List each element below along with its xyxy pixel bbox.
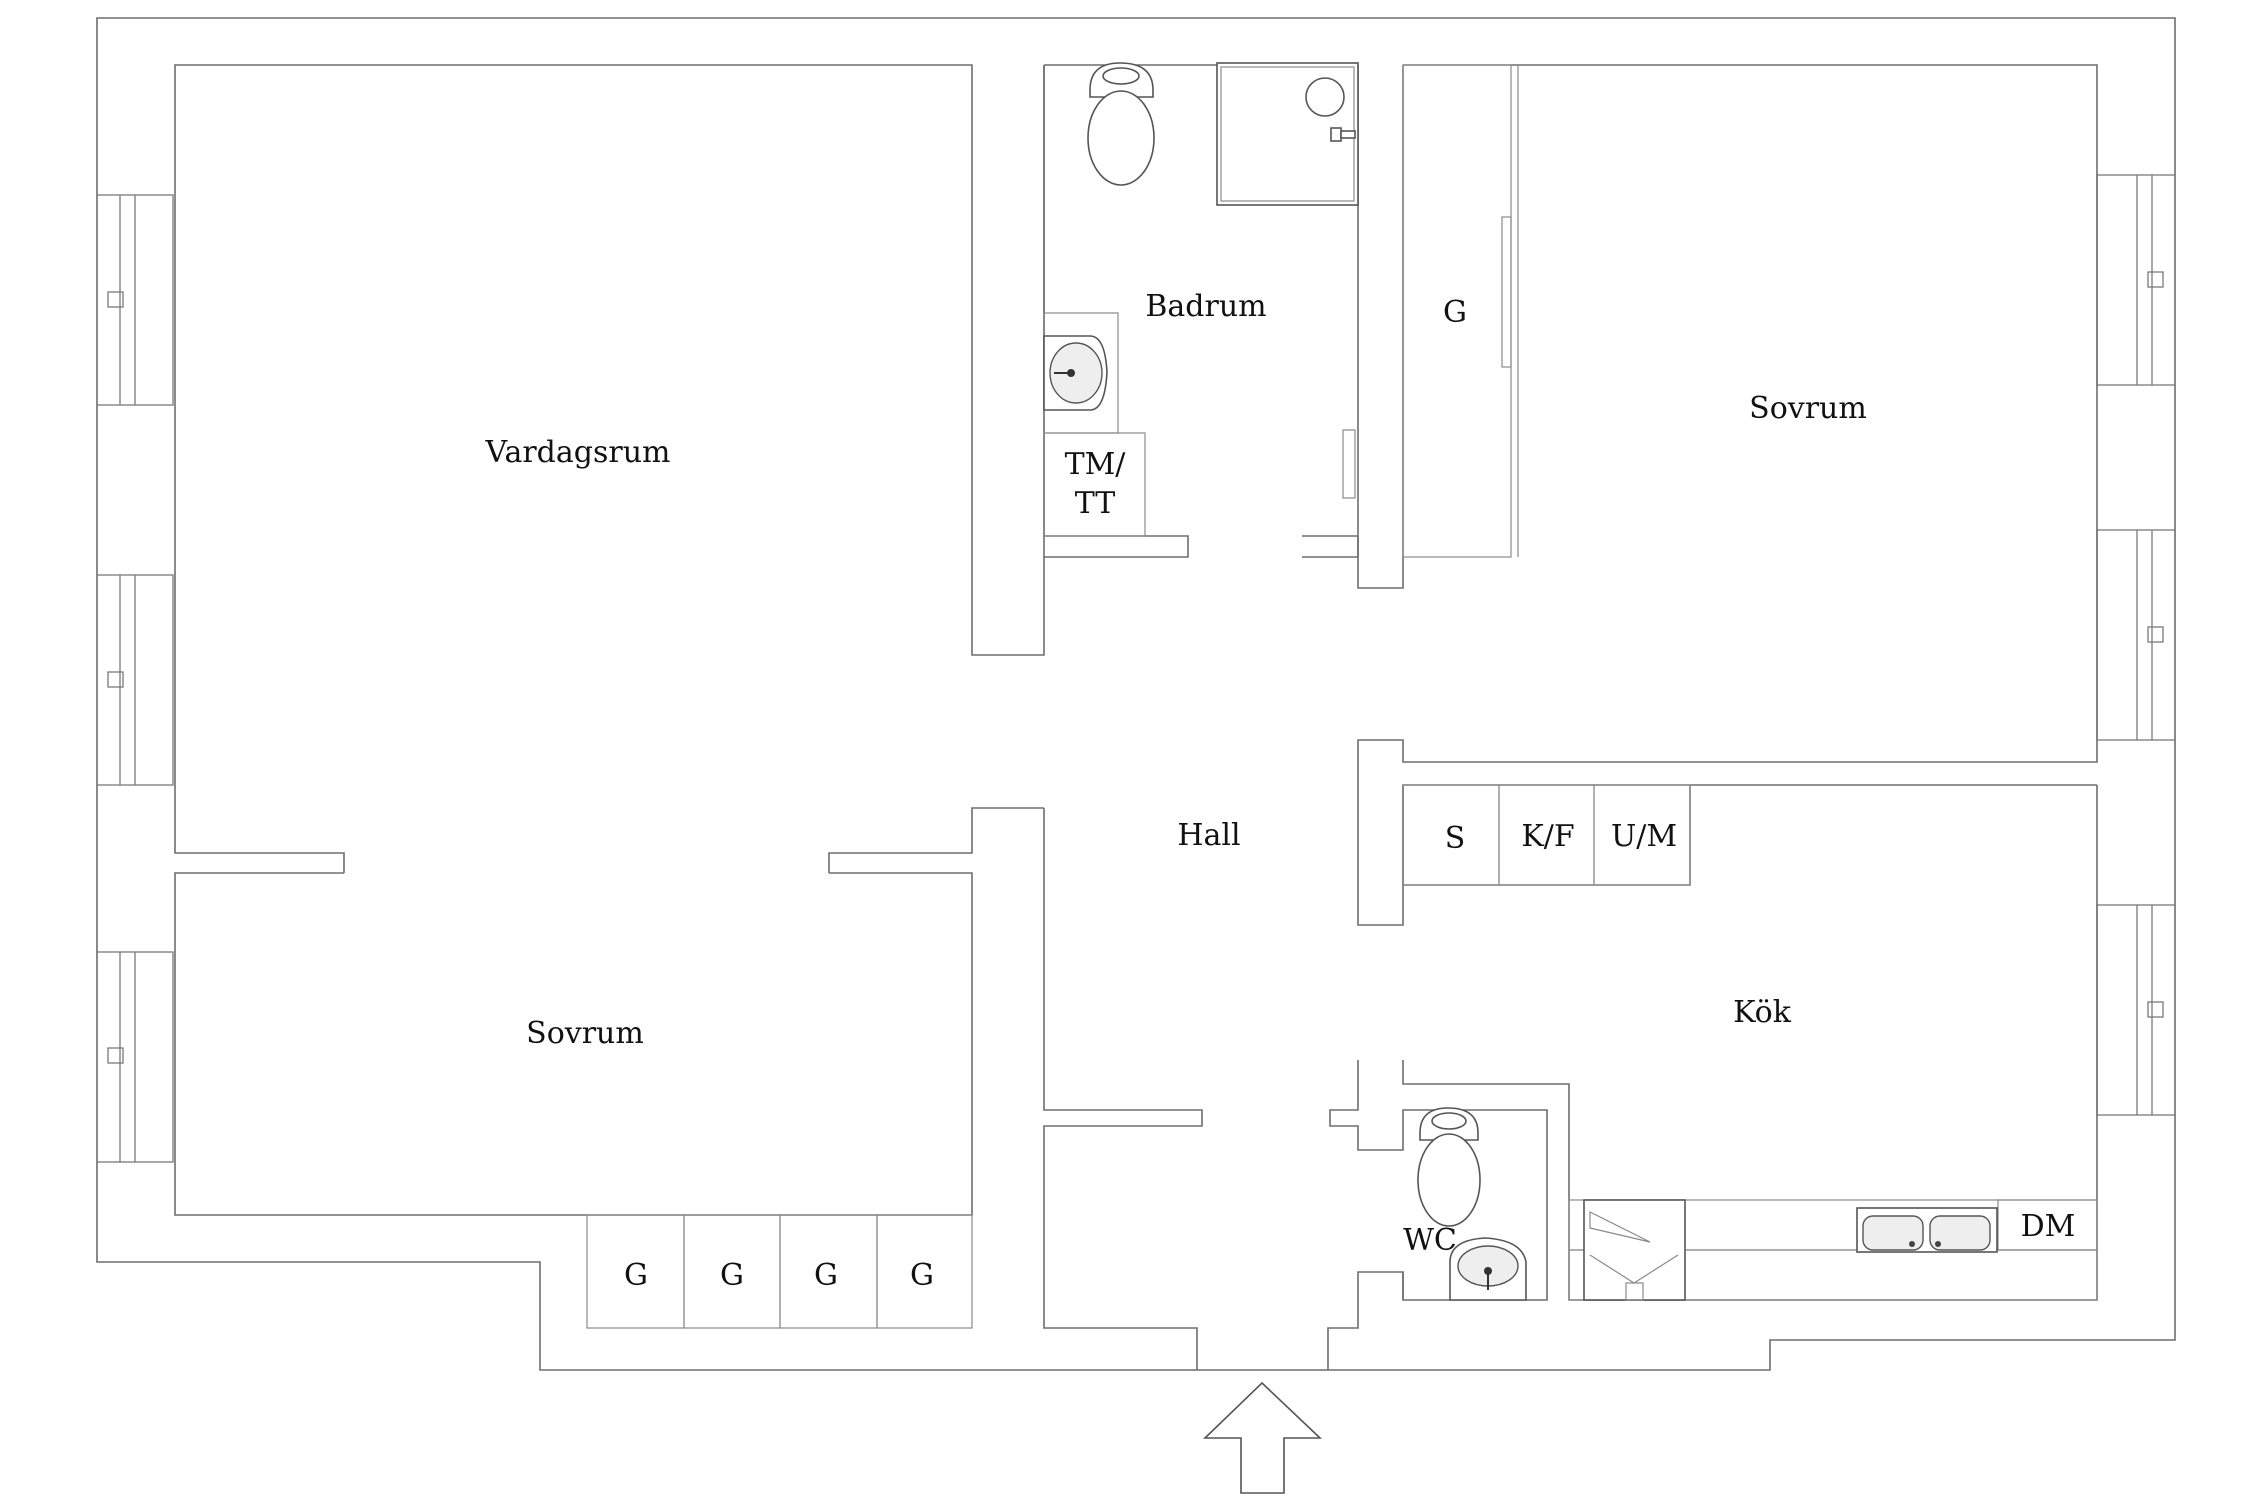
room-label-vardagsrum: Vardagsrum	[485, 435, 671, 470]
kitchen-sink-icon	[1856, 1207, 1998, 1253]
tm-tt-box	[1043, 432, 1146, 537]
entrance-arrow-icon	[1203, 1381, 1323, 1494]
sink-badrum-icon	[1043, 312, 1119, 434]
window-left-3	[96, 951, 174, 1163]
vardagsrum-opening-right	[828, 807, 1044, 873]
kitchen-label-kf: K/F	[1521, 819, 1574, 854]
toilet-badrum-icon	[1087, 62, 1155, 186]
kitchen-label-s: S	[1445, 821, 1466, 856]
kitchen-label-dm: DM	[2021, 1209, 2076, 1244]
sink-wc-icon	[1449, 1237, 1527, 1301]
stove-icon	[1583, 1199, 1686, 1301]
closet-row	[586, 1214, 973, 1329]
hall-right-wall	[1327, 1271, 1404, 1370]
hall-left-wall	[1043, 808, 1203, 1370]
wardrobe-bedroom	[1402, 64, 1519, 558]
tm-label-line1: TM/	[1065, 447, 1127, 482]
shower	[1216, 62, 1359, 206]
closet-label-3: G	[814, 1258, 838, 1293]
room-label-wc: WC	[1403, 1223, 1457, 1258]
kitchen-counter	[1568, 1199, 2098, 1301]
tm-label-line2: TT	[1075, 486, 1116, 521]
window-right-3	[2096, 904, 2176, 1116]
window-right-2	[2096, 529, 2176, 741]
badrum-door-wall	[1357, 65, 1404, 589]
wardrobe-label: G	[1443, 295, 1467, 330]
room-label-hall: Hall	[1177, 818, 1240, 853]
window-left-2	[96, 574, 174, 786]
window-left-1	[96, 194, 174, 406]
sovrum-right-walls	[1357, 64, 2098, 926]
closet-label-2: G	[720, 1258, 744, 1293]
kitchen-appliance-row	[1402, 784, 1691, 886]
toilet-wc-icon	[1417, 1107, 1481, 1227]
room-label-sovrum-right: Sovrum	[1749, 391, 1867, 426]
closet-label-4: G	[910, 1258, 934, 1293]
room-label-badrum: Badrum	[1145, 289, 1266, 324]
window-right-1	[2096, 174, 2176, 386]
sovrum-left-walls	[174, 872, 973, 1216]
kitchen-label-um: U/M	[1611, 819, 1677, 854]
outer-wall	[96, 17, 2176, 1371]
closet-label-1: G	[624, 1258, 648, 1293]
room-label-sovrum-left: Sovrum	[526, 1016, 644, 1051]
badrum-radiator	[1342, 429, 1356, 499]
room-label-kok: Kök	[1733, 995, 1792, 1030]
vardagsrum-walls	[174, 64, 1045, 873]
